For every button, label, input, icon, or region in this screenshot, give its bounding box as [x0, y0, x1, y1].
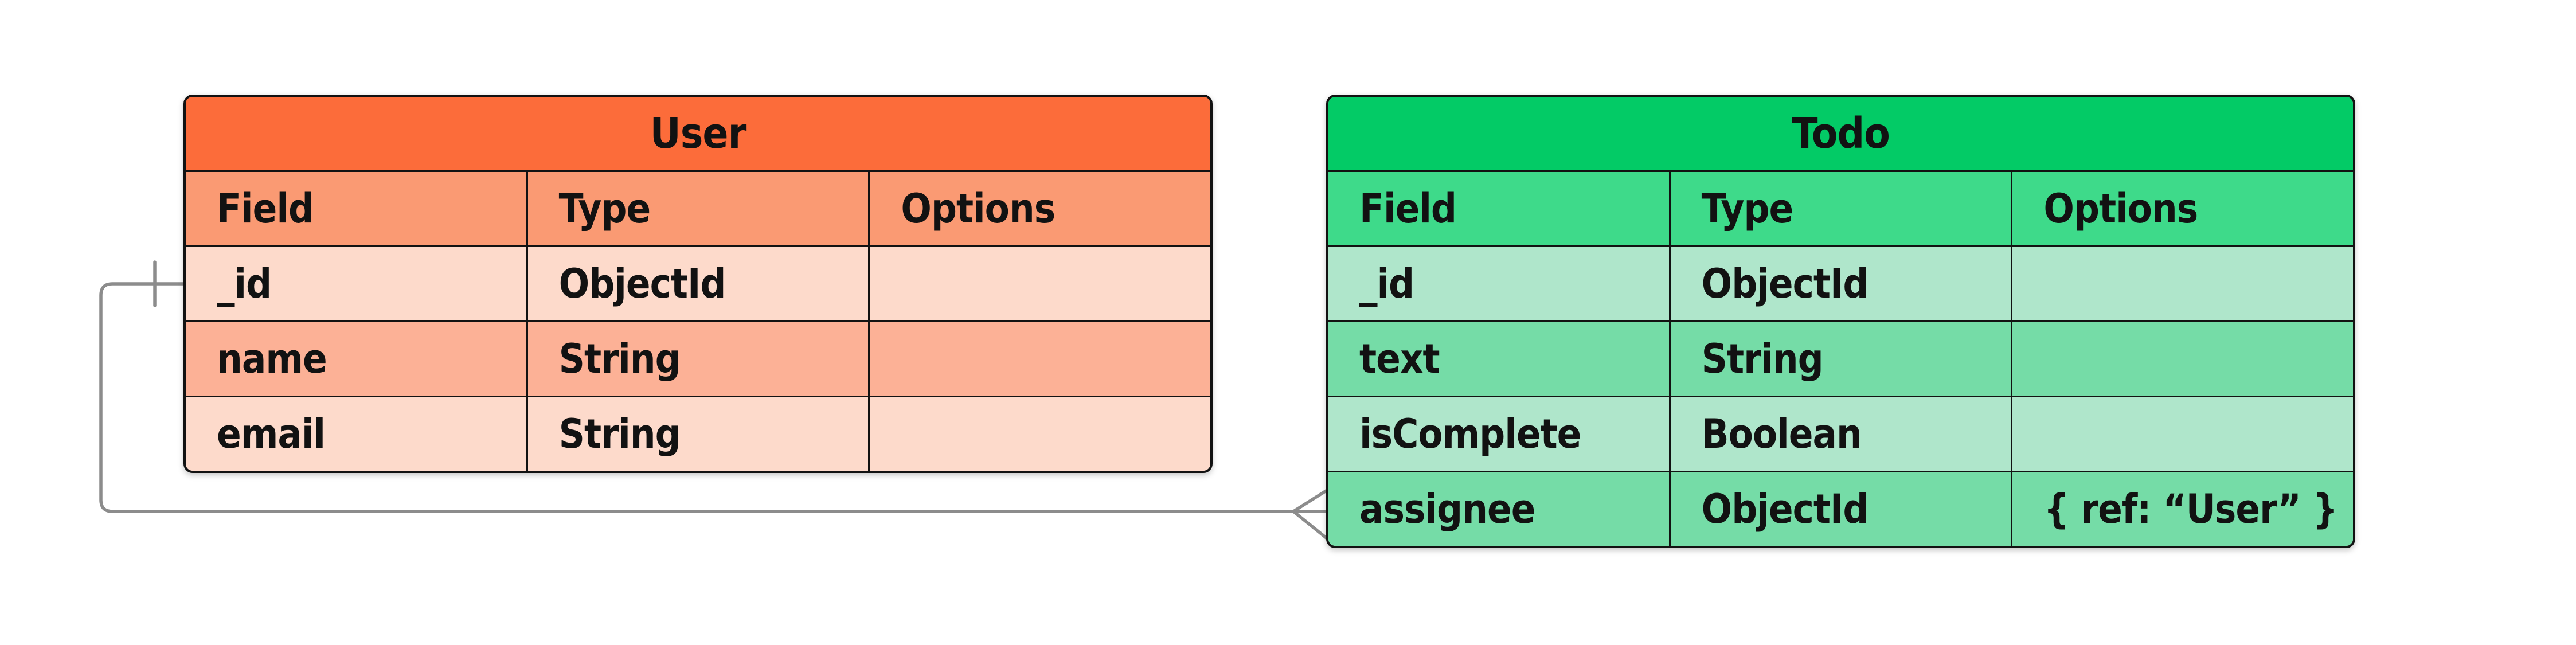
column-header-field: Field	[186, 172, 526, 245]
type-cell: String	[526, 397, 869, 471]
options-cell	[2011, 397, 2353, 471]
field-cell: text	[1328, 322, 1669, 396]
type-cell: ObjectId	[1668, 472, 2011, 546]
field-cell: _id	[186, 247, 526, 320]
options-cell: { ref: “User” }	[2011, 472, 2353, 546]
field-cell: _id	[1328, 247, 1669, 320]
field-cell: name	[186, 322, 526, 396]
field-cell: email	[186, 397, 526, 471]
table-row: _id ObjectId	[1328, 245, 2353, 320]
table-row: _id ObjectId	[186, 245, 1210, 320]
todo-header-row: Field Type Options	[1328, 170, 2353, 245]
user-table-title: User	[186, 97, 1210, 170]
type-cell: String	[1668, 322, 2011, 396]
options-cell	[868, 322, 1210, 396]
table-row: name String	[186, 320, 1210, 396]
todo-table: Todo Field Type Options _id ObjectId tex…	[1326, 95, 2355, 548]
type-cell: ObjectId	[526, 247, 869, 320]
options-cell	[868, 247, 1210, 320]
column-header-type: Type	[526, 172, 869, 245]
column-header-field: Field	[1328, 172, 1669, 245]
column-header-options: Options	[868, 172, 1210, 245]
crow-foot-many-icon	[1292, 489, 1328, 540]
table-row: text String	[1328, 320, 2353, 396]
table-row: assignee ObjectId { ref: “User” }	[1328, 471, 2353, 546]
options-cell	[2011, 247, 2353, 320]
table-row: isComplete Boolean	[1328, 396, 2353, 471]
user-table: User Field Type Options _id ObjectId nam…	[183, 95, 1213, 473]
options-cell	[868, 397, 1210, 471]
options-cell	[2011, 322, 2353, 396]
field-cell: isComplete	[1328, 397, 1669, 471]
user-header-row: Field Type Options	[186, 170, 1210, 245]
type-cell: String	[526, 322, 869, 396]
type-cell: Boolean	[1668, 397, 2011, 471]
relationship-line	[99, 282, 1295, 513]
column-header-options: Options	[2011, 172, 2353, 245]
todo-table-title: Todo	[1328, 97, 2353, 170]
table-row: email String	[186, 396, 1210, 471]
type-cell: ObjectId	[1668, 247, 2011, 320]
column-header-type: Type	[1668, 172, 2011, 245]
field-cell: assignee	[1328, 472, 1669, 546]
